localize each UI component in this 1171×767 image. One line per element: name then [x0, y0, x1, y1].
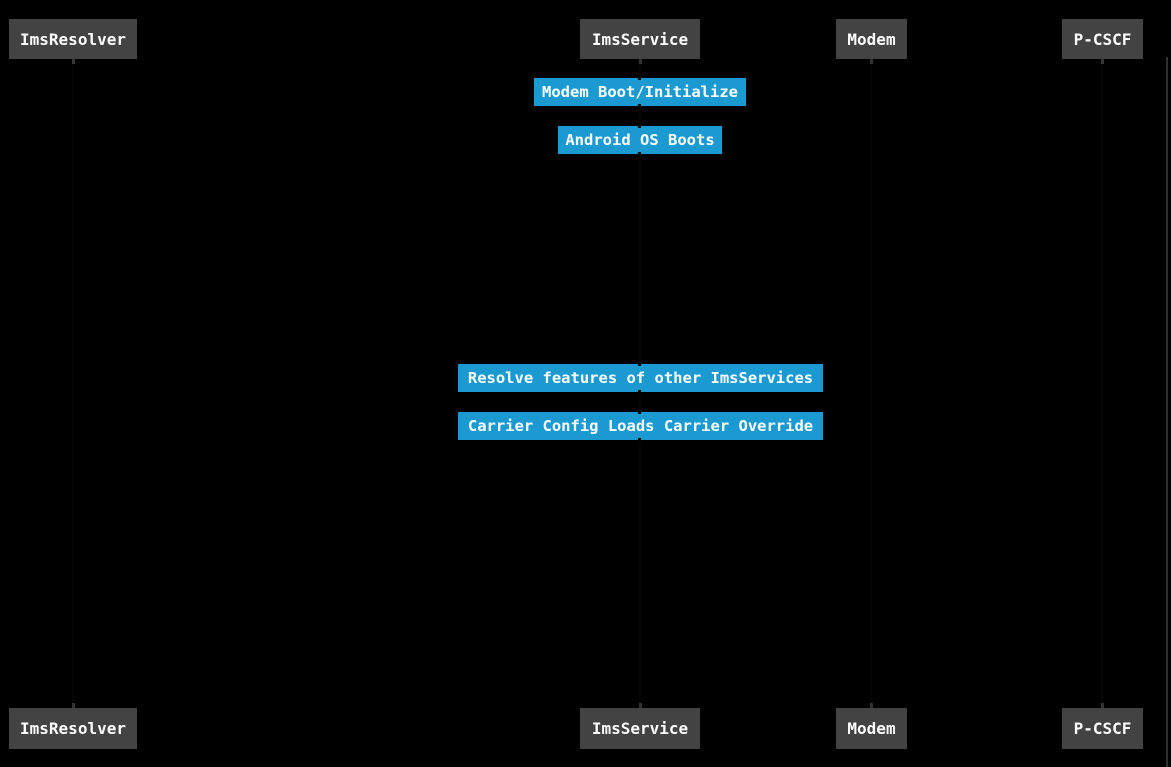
actor-bottom-pcscf: P-CSCF: [1062, 708, 1143, 749]
actor-bottom-imsservice: ImsService: [580, 708, 700, 749]
lifeline-stub: [870, 59, 873, 64]
lifeline-stub: [639, 703, 642, 708]
lifeline-notch: [638, 76, 641, 80]
lifeline-stub: [870, 703, 873, 708]
lifeline-stub: [72, 59, 75, 64]
note-carrier-config: Carrier Config Loads Carrier Override: [458, 412, 823, 440]
right-edge-scroll-line[interactable]: [1166, 57, 1168, 767]
lifeline-imsresolver: [72, 59, 74, 708]
lifeline-notch: [638, 152, 641, 156]
lifeline-stub: [72, 703, 75, 708]
lifeline-notch: [638, 104, 641, 108]
lifeline-stub: [1101, 703, 1104, 708]
actor-top-modem: Modem: [836, 19, 907, 59]
lifeline-notch: [638, 124, 641, 128]
lifeline-notch: [638, 410, 641, 414]
actor-top-imsservice: ImsService: [580, 19, 700, 59]
lifeline-modem: [870, 59, 872, 708]
lifeline-notch: [638, 438, 641, 442]
actor-top-imsresolver: ImsResolver: [9, 19, 137, 59]
note-modem-boot-initialize: Modem Boot/Initialize: [534, 78, 746, 106]
lifeline-notch: [638, 362, 641, 366]
lifeline-pcscf: [1101, 59, 1103, 708]
lifeline-notch: [638, 390, 641, 394]
lifeline-stub: [639, 59, 642, 64]
lifeline-stub: [1101, 59, 1104, 64]
note-resolve-features: Resolve features of other ImsServices: [458, 364, 823, 392]
note-android-os-boots: Android OS Boots: [558, 126, 722, 154]
actor-top-pcscf: P-CSCF: [1062, 19, 1143, 59]
actor-bottom-imsresolver: ImsResolver: [9, 708, 137, 749]
actor-bottom-modem: Modem: [836, 708, 907, 749]
